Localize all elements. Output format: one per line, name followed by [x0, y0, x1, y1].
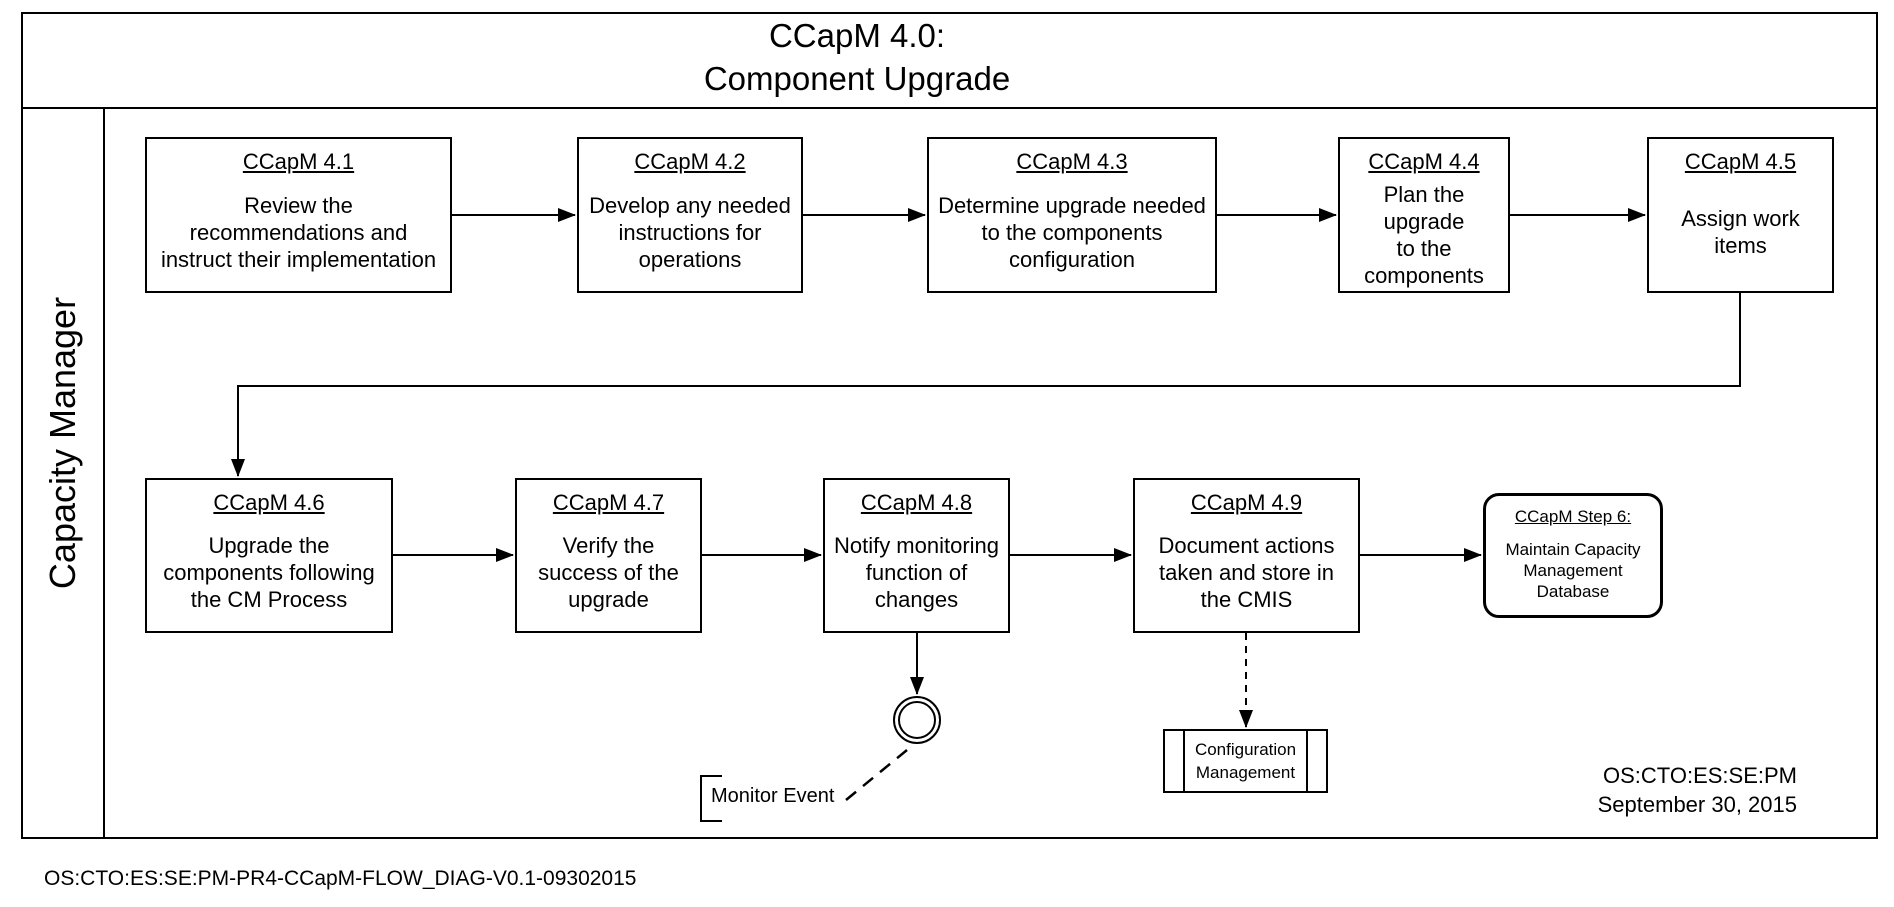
- box-text: Maintain Capacity Management Database: [1505, 539, 1641, 601]
- box-id: CCapM 4.1: [242, 149, 355, 174]
- monitor-event-label: Monitor Event: [711, 785, 835, 807]
- page-title-line1: CCapM 4.0:: [768, 17, 946, 54]
- diagram-frame: [21, 12, 1878, 839]
- box-text: Document actions taken and store in the …: [1158, 533, 1335, 612]
- box-id: CCapM 4.8: [860, 490, 973, 515]
- box-text: Review the recommendations and instruct …: [160, 192, 437, 272]
- page-title-line2: Component Upgrade: [703, 60, 1011, 97]
- box-id: CCapM 4.3: [1016, 149, 1128, 174]
- box-id: CCapM 4.9: [1190, 490, 1303, 515]
- process-box-ccapm-4-3: CCapM 4.3 Determine upgrade needed to th…: [927, 137, 1217, 293]
- predefined-process-right-bar: [1306, 731, 1308, 791]
- box-text: Plan the upgrade to the components: [1364, 182, 1484, 288]
- process-box-ccapm-4-4: CCapM 4.4 Plan the upgrade to the compon…: [1338, 137, 1510, 293]
- monitor-event-symbol-inner-ring: [898, 701, 936, 739]
- box-id: CCapM 4.7: [552, 490, 665, 515]
- box-id: CCapM 4.5: [1684, 149, 1797, 174]
- process-box-ccapm-4-6: CCapM 4.6 Upgrade the components followi…: [145, 478, 393, 633]
- box-text: Develop any needed instructions for oper…: [589, 192, 791, 272]
- box-text: Configuration Management: [1194, 740, 1297, 782]
- process-box-ccapm-4-2: CCapM 4.2 Develop any needed instruction…: [577, 137, 803, 293]
- process-box-ccapm-4-9: CCapM 4.9 Document actions taken and sto…: [1133, 478, 1360, 633]
- document-id-label: OS:CTO:ES:SE:PM-PR4-CCapM-FLOW_DIAG-V0.1…: [44, 867, 637, 890]
- monitor-event-bracket: [700, 775, 722, 822]
- box-id: CCapM Step 6:: [1514, 507, 1632, 526]
- external-process-box-configuration-management: Configuration Management: [1163, 729, 1328, 793]
- box-text: Upgrade the components following the CM …: [163, 533, 375, 612]
- box-text: Notify monitoring function of changes: [833, 533, 1000, 612]
- process-box-ccapm-4-7: CCapM 4.7 Verify the success of the upgr…: [515, 478, 702, 633]
- predefined-process-left-bar: [1183, 731, 1185, 791]
- box-text: Determine upgrade needed to the componen…: [938, 192, 1206, 272]
- swimlane-label-capacity-manager: Capacity Manager: [42, 296, 83, 590]
- terminator-box-ccapm-step-6: CCapM Step 6: Maintain Capacity Manageme…: [1483, 493, 1663, 618]
- process-box-ccapm-4-5: CCapM 4.5 Assign work items: [1647, 137, 1834, 293]
- connector-arrow-4-5-to-4-6: [231, 293, 1741, 477]
- footer-block: OS:CTO:ES:SE:PM September 30, 2015: [1598, 761, 1797, 819]
- box-id: CCapM 4.2: [634, 149, 746, 174]
- footer-date: September 30, 2015: [1597, 792, 1797, 817]
- title-band: CCapM 4.0: Component Upgrade: [22, 14, 1692, 100]
- process-box-ccapm-4-1: CCapM 4.1 Review the recommendations and…: [145, 137, 452, 293]
- box-text: Verify the success of the upgrade: [538, 533, 679, 612]
- monitor-event-callout-line: [845, 749, 908, 801]
- footer-org-code: OS:CTO:ES:SE:PM: [1603, 763, 1797, 788]
- box-id: CCapM 4.4: [1368, 149, 1480, 174]
- box-id: CCapM 4.6: [213, 490, 325, 515]
- process-box-ccapm-4-8: CCapM 4.8 Notify monitoring function of …: [823, 478, 1010, 633]
- box-text: Assign work items: [1681, 206, 1800, 258]
